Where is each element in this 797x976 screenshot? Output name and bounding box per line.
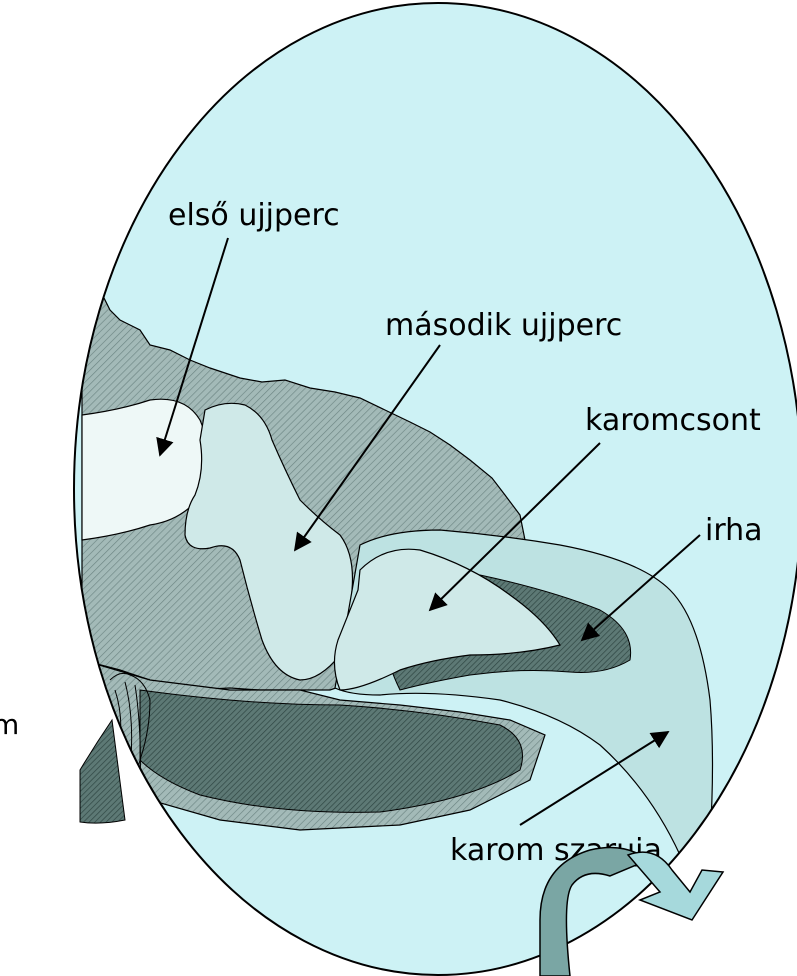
label-second-phalanx: második ujjperc bbox=[385, 308, 622, 343]
outside-fragment bbox=[80, 720, 125, 823]
label-dermis: irha bbox=[705, 513, 763, 548]
left-text-fragment: mi bbox=[0, 708, 20, 741]
label-first-phalanx: első ujjperc bbox=[168, 198, 340, 233]
label-claw-bone: karomcsont bbox=[585, 403, 761, 438]
